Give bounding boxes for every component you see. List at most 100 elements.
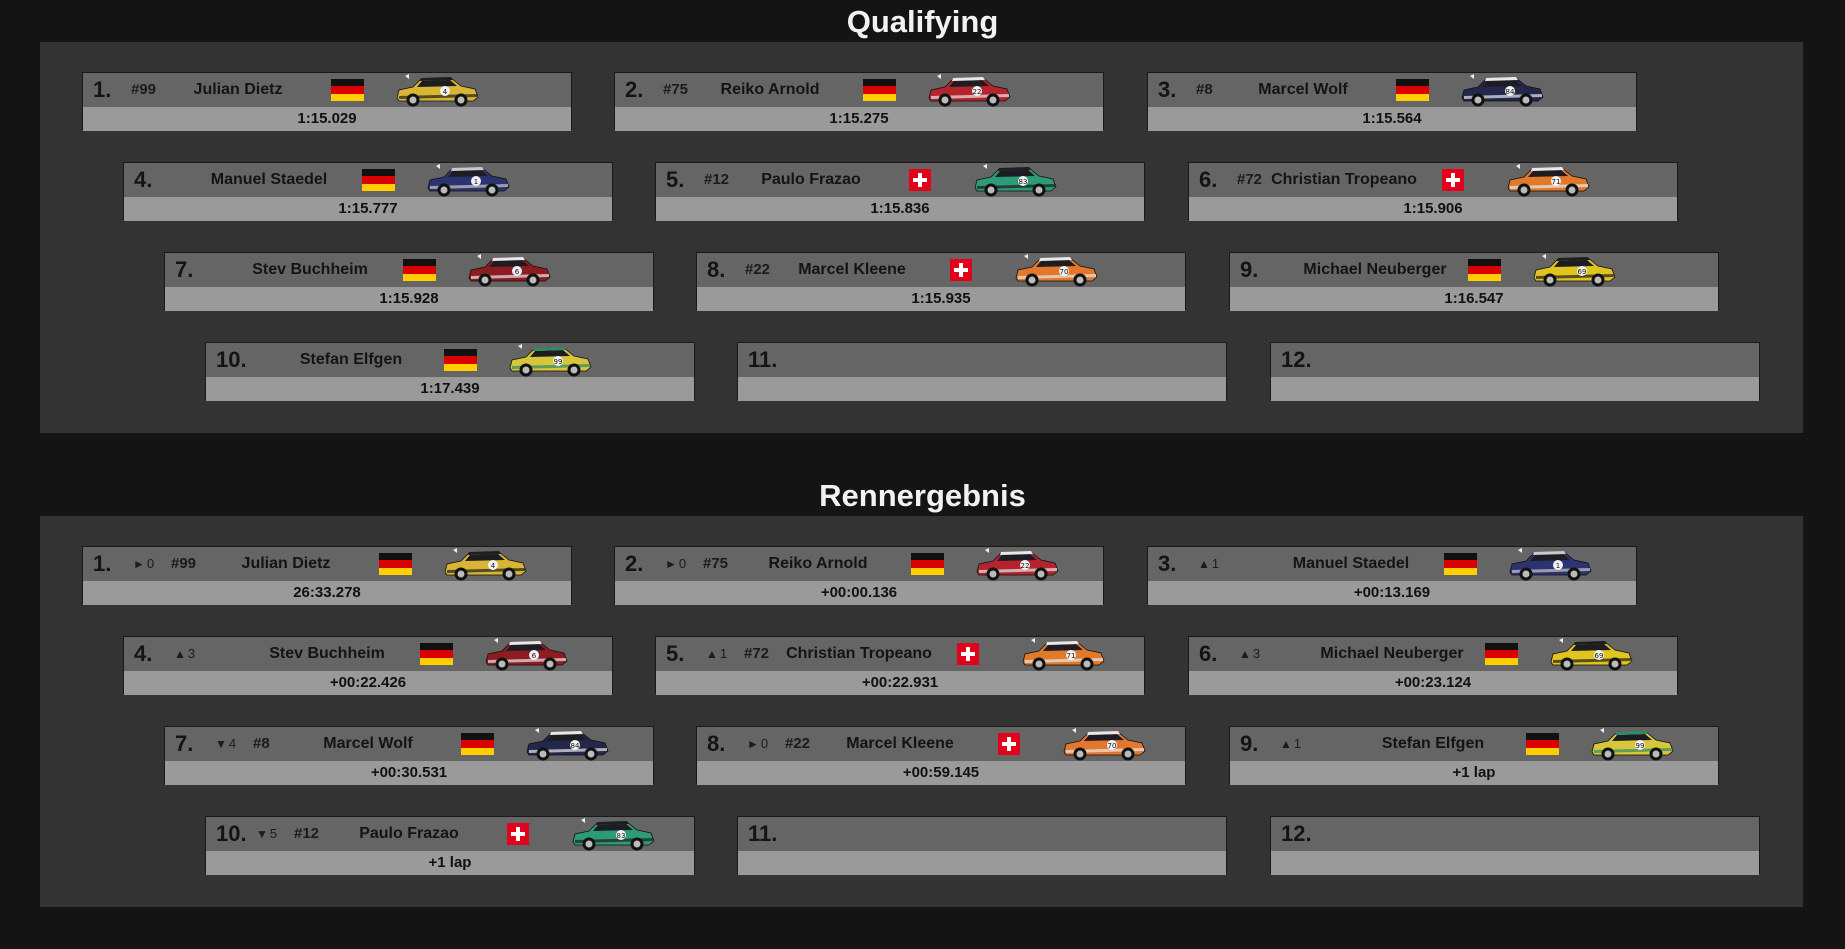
germany-flag-icon: [1468, 259, 1501, 281]
result-time: +00:23.124: [1189, 671, 1677, 695]
car-orange-icon: 70: [1060, 728, 1148, 762]
germany-flag-icon: [461, 733, 494, 755]
position-label: 2.: [625, 77, 644, 102]
car-red-icon: 22: [925, 74, 1013, 108]
car-green-icon: 83: [971, 164, 1059, 198]
germany-flag-icon: [362, 169, 395, 191]
driver-name: Stefan Elfgen: [1381, 735, 1485, 752]
result-time: 1:17.439: [206, 377, 694, 401]
position-change-arrow-icon: ▼: [256, 827, 268, 841]
result-card: 12.: [1270, 816, 1760, 875]
car-number-label: 6: [532, 652, 537, 660]
car-yellow-green-icon: 99: [506, 344, 594, 378]
car-orange-icon: 71: [1019, 638, 1107, 672]
germany-flag-icon: [420, 643, 453, 665]
position-label: 6.: [1199, 641, 1218, 666]
position-label: 5.: [666, 167, 685, 192]
position-label: 9.: [1240, 731, 1259, 756]
position-label: 8.: [707, 731, 726, 756]
result-time: +00:30.531: [165, 761, 653, 785]
car-yellow-black-icon: 69: [1547, 638, 1635, 672]
card-header: 6. ▲3 Michael Neuberger 69: [1189, 637, 1677, 671]
car-number-label: 69: [1595, 652, 1604, 660]
position-label: 11.: [748, 821, 778, 846]
car-number: #12: [704, 171, 730, 188]
position-label: 1.: [93, 77, 112, 102]
position-label: 12.: [1281, 821, 1312, 846]
result-time: [1271, 377, 1759, 401]
position-change: ▲1: [1198, 547, 1219, 581]
result-time: 1:15.928: [165, 287, 653, 311]
germany-flag-icon: [444, 349, 477, 371]
position-change-value: 1: [1293, 736, 1302, 751]
position-change: ▲3: [1239, 637, 1260, 671]
driver-name: Reiko Arnold: [720, 81, 820, 98]
car-blue-icon: 1: [1506, 548, 1594, 582]
driver-name: Marcel Kleene: [846, 735, 954, 752]
car-number-label: 70: [1108, 742, 1117, 750]
position-label: 8.: [707, 257, 726, 282]
card-header: 11.: [738, 817, 1226, 851]
driver-name: Michael Neuberger: [1320, 645, 1464, 662]
germany-flag-icon: [1485, 643, 1518, 665]
switzerland-flag-icon: [909, 169, 931, 191]
germany-flag-icon: [863, 79, 896, 101]
car-navy-icon: 84: [1458, 74, 1546, 108]
car-number-label: 4: [491, 562, 496, 570]
switzerland-flag-icon: [507, 823, 529, 845]
car-number-label: 69: [1578, 268, 1587, 276]
driver-name: Christian Tropeano: [1271, 171, 1417, 188]
position-change: ►0: [665, 547, 686, 581]
position-change-value: 1: [1211, 556, 1220, 571]
germany-flag-icon: [379, 553, 412, 575]
car-darkred-icon: 6: [482, 638, 570, 672]
position-change-arrow-icon: ▲: [1239, 647, 1251, 661]
car-yellow-black-icon: 69: [1530, 254, 1618, 288]
card-header: 11.: [738, 343, 1226, 377]
car-number-label: 4: [443, 88, 448, 96]
switzerland-flag-icon: [957, 643, 979, 665]
result-time: +00:59.145: [697, 761, 1185, 785]
germany-flag-icon: [1396, 79, 1429, 101]
car-number: #12: [294, 825, 320, 842]
result-time: [738, 377, 1226, 401]
germany-flag-icon: [403, 259, 436, 281]
result-card: 12.: [1270, 342, 1760, 401]
switzerland-flag-icon: [950, 259, 972, 281]
car-number-label: 6: [515, 268, 520, 276]
position-change-value: 4: [228, 736, 237, 751]
car-number: #8: [253, 735, 270, 752]
car-number: #72: [1237, 171, 1263, 188]
section-title: Qualifying: [846, 4, 999, 39]
position-change: ▲1: [706, 637, 727, 671]
position-change-value: 0: [760, 736, 769, 751]
result-time: 1:15.029: [83, 107, 571, 131]
car-yellow-green-icon: 99: [1588, 728, 1676, 762]
result-time: 1:15.836: [656, 197, 1144, 221]
car-darkred-icon: 6: [465, 254, 553, 288]
driver-name: Marcel Wolf: [323, 735, 413, 752]
result-time: [738, 851, 1226, 875]
card-header: 12.: [1271, 817, 1759, 851]
driver-name: Michael Neuberger: [1303, 261, 1447, 278]
driver-name: Paulo Frazao: [359, 825, 459, 842]
